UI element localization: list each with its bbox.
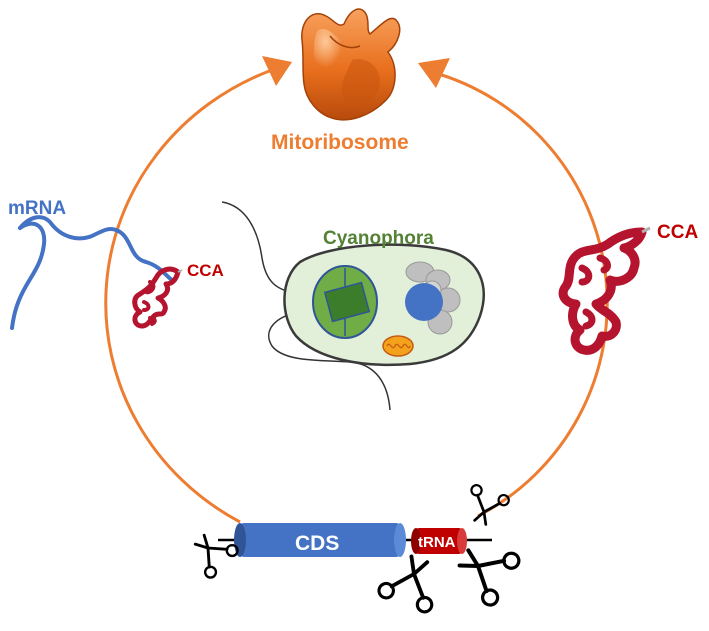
scissors-icon [460,482,512,531]
mitoribosome-label: Mitoribosome [271,131,409,154]
trna-right [558,226,651,355]
cca-left-label: CCA [187,261,224,280]
cyanophora-cell [221,201,485,411]
scissors-icon [375,547,448,616]
nucleus [405,283,443,321]
mitochondrion [382,335,414,357]
flagellum-lower [268,311,391,411]
scissors-icon [183,523,242,582]
cds-label: CDS [295,532,339,555]
flagellum-upper [221,201,299,295]
right-arrowhead [418,58,450,88]
mitoribosome-structure [301,8,401,121]
gene-locus [218,523,492,557]
mrna-label: mRNA [8,198,66,219]
chloroplast-center [323,281,371,323]
cds-gene [240,523,400,557]
left-cycle-arc [104,68,273,524]
cca-right-label: CCA [657,222,698,243]
trna-gene [416,528,462,554]
left-arrowhead [262,56,292,86]
trna-label: tRNA [418,534,456,551]
mrna-strand [10,215,174,330]
trna-left [132,266,183,329]
cyanophora-label: Cyanophora [323,228,434,249]
